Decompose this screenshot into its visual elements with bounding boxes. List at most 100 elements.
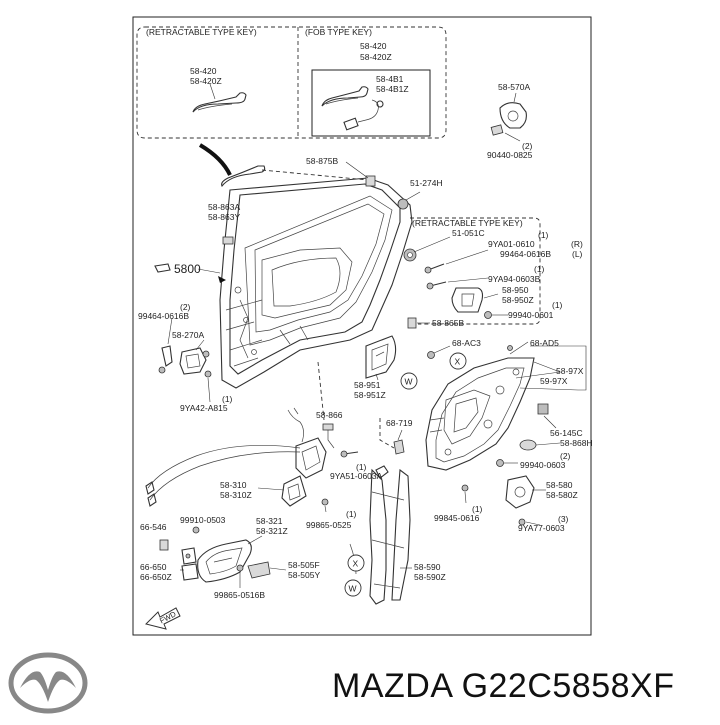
plug-56-145C [537,403,557,429]
screw-9YA01-0610 [424,249,489,274]
label-58-505Y: 58-505Y [288,570,320,580]
callout-x-1 [449,352,467,370]
callout-w-2-letter: W [349,584,357,594]
label-58-4B1: 58-4B1 [376,74,404,84]
label-58-865B: 58-865B [432,318,464,328]
inset-key-box [136,26,447,139]
inset-fob-title: (FOB TYPE KEY) [305,27,372,37]
nut-99940-0601 [484,311,492,319]
label-59-97X: 59-97X [540,376,568,386]
screw-99865-0525 [321,498,329,506]
label-58-4B1Z: 58-4B1Z [376,84,409,94]
link-rod-dashed-2 [317,361,325,421]
label-58-97X: 58-97X [556,366,584,376]
screw-9YA77-0603 [518,518,526,526]
label-58-505F: 58-505F [288,560,320,570]
label-68-719: 68-719 [386,418,413,428]
part-58-863A [222,236,234,245]
label-68-AC3: 68-AC3 [452,338,481,348]
label-5800: 5800 [174,262,201,276]
label-58-868H: 58-868H [560,438,593,448]
bolt-99845-0616 [461,484,469,492]
screw-9YA94-0603B [426,277,489,290]
callout-w-2 [344,579,362,597]
regulator-motor-58-580 [505,475,546,509]
door-outer-panel [219,177,413,389]
label-qty-99865-0525: (1) [346,509,357,519]
label-9YA42-A815: 9YA42-A815 [180,403,228,413]
label-58-420-a: 58-420 [190,66,217,76]
cap-58-505F [247,561,287,579]
label-58-310Z: 58-310Z [220,490,252,500]
label-58-580: 58-580 [546,480,573,490]
inner-handle-58-951 [365,335,397,381]
label-58-951Z: 58-951Z [354,390,386,400]
callout-x-2-letter: X [353,559,359,569]
door-lock-58-310 [257,407,327,507]
label-58-321Z: 58-321Z [256,526,288,536]
screw-68-AC3 [427,345,451,359]
clip-58-865B [407,317,417,329]
screw-99865-0516B [236,564,244,572]
clip-68-719 [393,429,405,455]
label-9YA51-0603A: 9YA51-0603A [330,471,383,481]
label-56-145C: 56-145C [550,428,583,438]
label-58-580Z: 58-580Z [546,490,578,500]
inner-handle-58-321 [181,535,263,583]
label-R: (R) [571,239,583,249]
label-58-420-b: 58-420 [360,41,387,51]
label-qty-9YA77: (3) [558,514,569,524]
bulb-66-546 [159,539,169,551]
label-99464-0616B-a: 99464-0616B [500,249,551,259]
rod-58-866 [327,428,335,449]
part-labels: 58-420 58-420Z 58-420 58-420Z 58-4B1 58-… [138,41,593,600]
label-99910-0503: 99910-0503 [180,515,226,525]
label-58-950: 58-950 [502,285,529,295]
label-58-420Z-a: 58-420Z [190,76,222,86]
label-99845-0616: 99845-0616 [434,513,480,523]
inset-pointer-arrow [198,143,232,176]
module-plate-68-AD5 [425,341,535,471]
label-58-875B: 58-875B [306,156,338,166]
outer-handle-fob [321,86,384,131]
retractable-key-group-title: (RETRACTABLE TYPE KEY) [412,218,523,228]
release-cables [145,445,301,507]
link-rod-dashed [379,418,395,449]
label-58-321: 58-321 [256,516,283,526]
label-58-590Z: 58-590Z [414,572,446,582]
door-handle-58-875B [221,161,376,188]
label-qty-9YA94: (1) [534,264,545,274]
cover-58-950 [451,287,499,313]
label-66-650: 66-650 [140,562,167,572]
mazda-logo [8,652,88,714]
label-58-863A: 58-863A [208,202,240,212]
label-qty-9YA51: (1) [356,462,367,472]
callout-x-1-letter: X [455,357,461,367]
label-58-950Z: 58-950Z [502,295,534,305]
label-66-650Z: 66-650Z [140,572,172,582]
fob-inner-box [311,69,431,137]
label-qty-99845: (1) [472,504,483,514]
fwd-direction-arrow: FWD [145,607,181,630]
label-58-863Y: 58-863Y [208,212,240,222]
label-qty-9YA01: (1) [538,230,549,240]
callout-x-2 [347,554,365,572]
outer-handle-retractable [192,83,247,113]
grommet-51-274H [397,198,409,210]
seal-58-868H [519,439,537,451]
callout-w-1-letter: W [405,377,413,387]
label-66-546: 66-546 [140,522,167,532]
callout-w-1 [400,372,418,390]
brand-part-number: MAZDA G22C5858XF [332,667,674,705]
label-99865-0525: 99865-0525 [306,520,352,530]
label-58-951: 58-951 [354,380,381,390]
label-90440-0825: 90440-0825 [487,150,533,160]
bracket-58-97X [515,345,587,391]
clip-58-866 [322,423,334,431]
hinge-58-270A [158,317,212,403]
label-9YA77-0603: 9YA77-0603 [518,523,565,533]
key-cylinder-58-570A [490,92,527,142]
label-58-420Z-b: 58-420Z [360,52,392,62]
label-qty-99940-0603: (2) [560,451,571,461]
